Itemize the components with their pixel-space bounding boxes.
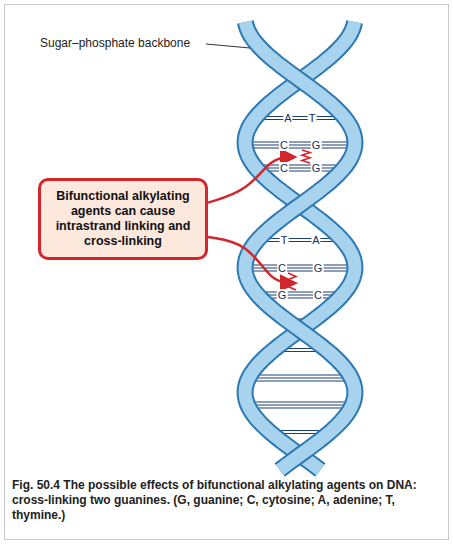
base-pair-bond [259,116,341,117]
base-pair-bond [262,241,339,242]
base-letter: G [311,162,322,174]
base-pair-bond [249,264,351,265]
base-pair-bond [262,294,339,295]
sugar-phosphate-strand [245,22,355,470]
base-letter: G [311,162,322,174]
cross-link [302,150,310,163]
base-letter: T [308,112,317,124]
base-pair-bond [253,380,348,381]
cross-link [288,273,296,290]
sugar-phosphate-strand [245,22,355,470]
base-letter: A [311,234,320,246]
base-pair-bond [260,164,340,165]
base-letter: A [283,112,292,124]
base-pair-bond [262,297,339,298]
base-letter: T [280,234,289,246]
leader-line [206,44,250,48]
figure-panel [4,4,449,540]
base-pair-bond [253,374,348,375]
base-letter: C [277,262,287,274]
base-pair-bond [260,167,340,168]
callout-arrow [208,157,294,203]
backbone-edge [245,22,355,470]
figure-caption: Fig. 50.4 The possible effects of bifunc… [12,478,427,523]
base-pair-bond [252,407,349,408]
base-letter: C [279,162,289,174]
base-letter: C [279,139,289,151]
base-letter: C [279,162,289,174]
base-letter: C [313,289,323,301]
callout-box: Bifunctional alkylating agents can cause… [38,178,208,260]
base-pair-bond [253,377,348,378]
base-letter: A [283,112,292,124]
base-letter: T [308,112,317,124]
base-pair-bond [249,144,351,145]
base-letter: G [313,262,324,274]
base-pair-bond [260,170,340,171]
callout-text: Bifunctional alkylating agents can cause… [49,189,197,249]
base-pair-bond [259,119,341,120]
backbone-edge [245,22,355,470]
base-letter: C [279,139,289,151]
base-pair-bond [249,141,351,142]
base-letter: G [277,289,288,301]
part-label: Sugar–phosphate backbone [40,36,190,50]
base-letter: T [280,234,289,246]
base-letter: C [313,289,323,301]
base-letter: G [311,139,322,151]
base-pair-bond [252,401,349,402]
base-pair-bond [262,238,339,239]
base-letter: G [277,289,288,301]
base-pair-bond [262,291,339,292]
base-letter: A [311,234,320,246]
base-pair-bond [252,404,349,405]
base-letter: G [313,262,324,274]
figure-caption: Fig. 50.4 The possible effects of bifunc… [12,478,427,523]
base-pair-bond [249,147,351,148]
base-letter: G [311,139,322,151]
part-label: Sugar–phosphate backbone [40,36,190,50]
base-letter: C [277,262,287,274]
base-pair-bond [249,270,351,271]
